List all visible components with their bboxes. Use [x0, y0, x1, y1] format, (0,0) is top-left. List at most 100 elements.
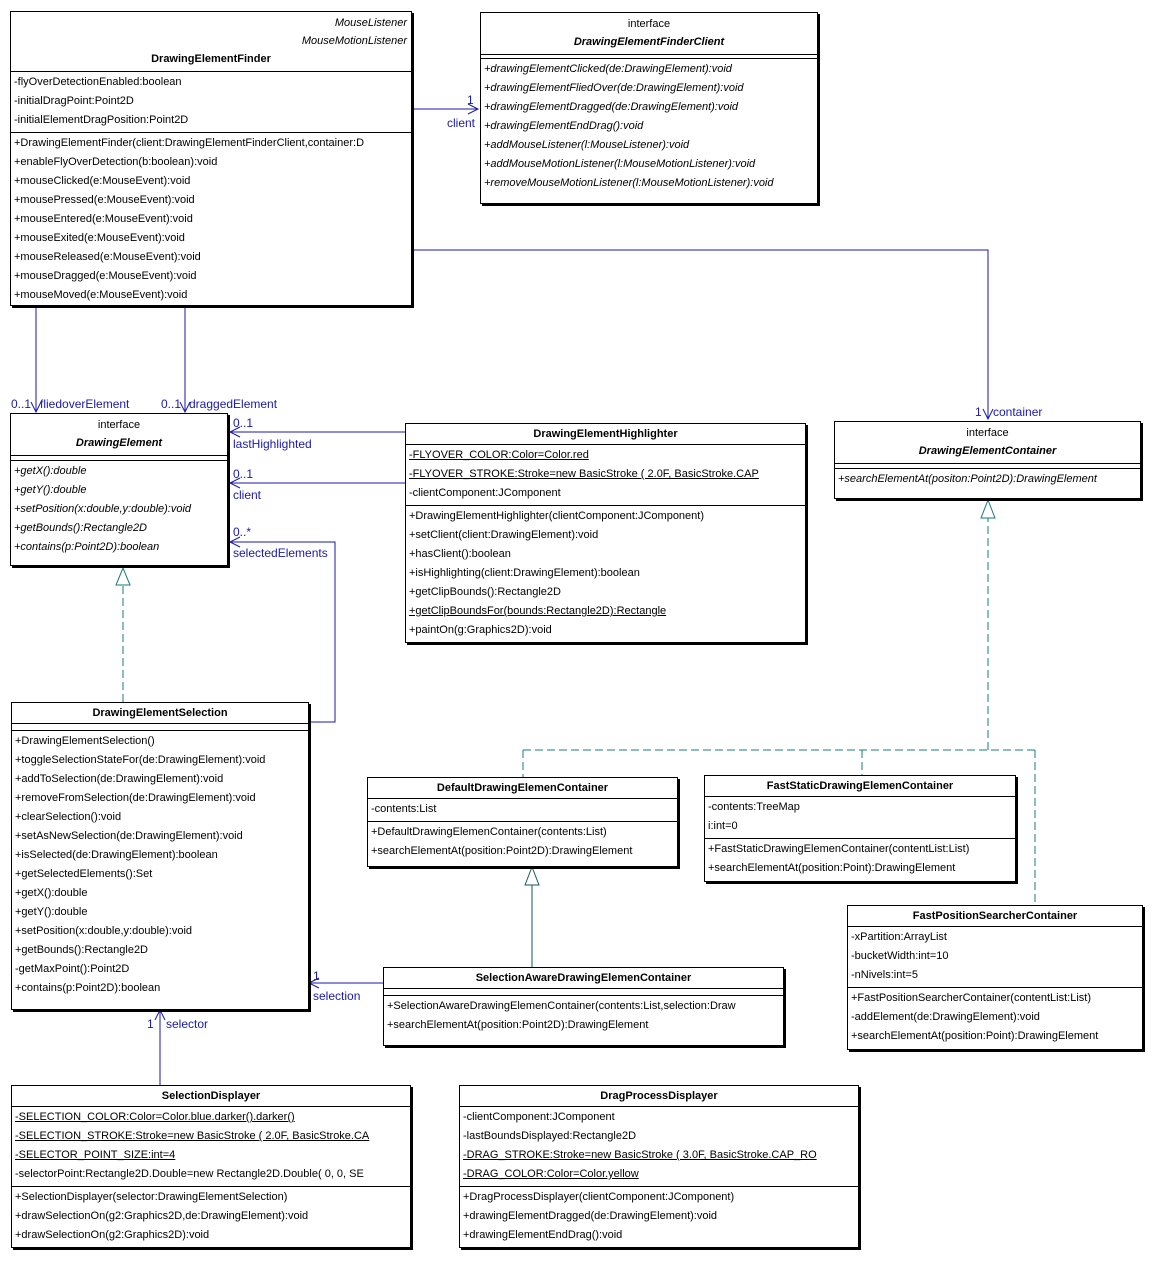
- arrowhead: [179, 401, 191, 414]
- attributes: -FLYOVER_COLOR:Color=Color.red -FLYOVER_…: [406, 445, 805, 505]
- multiplicity-label: 0..1: [11, 397, 32, 411]
- operation: +DefaultDrawingElemenContainer(contents:…: [371, 826, 607, 838]
- attribute: -FLYOVER_STROKE:Stroke=new BasicStroke (…: [409, 468, 759, 480]
- role-label: container: [993, 405, 1043, 419]
- attribute: -SELECTION_STROKE:Stroke=new BasicStroke…: [15, 1130, 370, 1142]
- class-name: DragProcessDisplayer: [600, 1090, 718, 1102]
- operation: +contains(p:Point2D):boolean: [15, 982, 161, 994]
- operations: +DrawingElementHighlighter(clientCompone…: [406, 505, 805, 642]
- operation: +isHighlighting(client:DrawingElement):b…: [409, 567, 640, 579]
- attribute: i:int=0: [708, 820, 738, 832]
- operation: +addToSelection(de:DrawingElement):void: [15, 773, 224, 785]
- operation: +getBounds():Rectangle2D: [15, 944, 148, 956]
- operation: +drawSelectionOn(g2:Graphics2D):void: [15, 1229, 210, 1241]
- operation: +drawingElementClicked(de:DrawingElement…: [484, 63, 732, 75]
- role-label: fliedoverElement: [40, 397, 130, 411]
- class-name: SelectionDisplayer: [161, 1090, 261, 1102]
- interface-name: DrawingElementFinderClient: [573, 36, 725, 48]
- arrowhead: [228, 477, 241, 489]
- operation: +isSelected(de:DrawingElement):boolean: [15, 849, 218, 861]
- operation: +clearSelection():void: [15, 811, 122, 823]
- operation: +mouseDragged(e:MouseEvent):void: [14, 270, 197, 282]
- attribute: -xPartition:ArrayList: [851, 931, 947, 943]
- multiplicity-label: 1: [975, 405, 982, 419]
- class-fast-position-searcher-container[interactable]: FastPositionSearcherContainer -xPartitio…: [847, 905, 1143, 1050]
- arrowhead: [30, 401, 42, 414]
- operation: +getClipBoundsFor(bounds:Rectangle2D):Re…: [409, 605, 667, 617]
- class-selection-displayer[interactable]: SelectionDisplayer -SELECTION_COLOR:Colo…: [11, 1085, 411, 1248]
- operation: -getMaxPoint():Point2D: [15, 963, 130, 975]
- operation: +mouseClicked(e:MouseEvent):void: [14, 175, 191, 187]
- role-label: selection: [313, 989, 361, 1003]
- interface-drawing-element[interactable]: interface DrawingElement +getX():double …: [10, 413, 228, 566]
- operations: +DefaultDrawingElemenContainer(contents:…: [368, 821, 677, 863]
- class-selection-aware-drawing-elemen-container[interactable]: SelectionAwareDrawingElemenContainer +Se…: [383, 967, 784, 1046]
- operations: +DrawingElementFinder(client:DrawingElem…: [11, 132, 411, 305]
- arrowhead: [154, 1008, 166, 1021]
- attribute: -clientComponent:JComponent: [409, 487, 561, 499]
- multiplicity-label: 0..1: [233, 416, 254, 430]
- operation: +mouseExited(e:MouseEvent):void: [14, 232, 185, 244]
- operation: +contains(p:Point2D):boolean: [14, 541, 160, 553]
- role-label: client: [447, 116, 476, 130]
- attribute: -nNivels:int=5: [851, 969, 918, 981]
- operation: +searchElementAt(position:Point):Drawing…: [851, 1030, 1099, 1042]
- operations: +DragProcessDisplayer(clientComponent:JC…: [460, 1186, 858, 1247]
- operation: +setPosition(x:double,y:double):void: [15, 925, 193, 937]
- class-name: DrawingElementSelection: [92, 707, 228, 719]
- operation: +paintOn(g:Graphics2D):void: [409, 624, 552, 636]
- attribute: -initialElementDragPosition:Point2D: [14, 114, 189, 126]
- attribute: -SELECTOR_POINT_SIZE:int=4: [15, 1149, 176, 1161]
- realization-triangle: [980, 498, 996, 519]
- attribute: -selectorPoint:Rectangle2D.Double=new Re…: [15, 1168, 364, 1180]
- class-drawing-element-finder[interactable]: MouseListener MouseMotionListener Drawin…: [10, 11, 412, 306]
- assoc-selection-elements: [230, 541, 336, 723]
- class-fast-static-drawing-elemen-container[interactable]: FastStaticDrawingElemenContainer -conten…: [704, 775, 1016, 882]
- attributes: -flyOverDetectionEnabled:boolean -initia…: [11, 72, 411, 132]
- role-label: draggedElement: [189, 397, 278, 411]
- class-drawing-element-highlighter[interactable]: DrawingElementHighlighter -FLYOVER_COLOR…: [405, 423, 806, 643]
- operations: +FastPositionSearcherContainer(contentLi…: [848, 987, 1142, 1048]
- operations: +drawingElementClicked(de:DrawingElement…: [481, 58, 817, 195]
- role-label: client: [233, 488, 262, 502]
- multiplicity-label: 1: [467, 93, 474, 107]
- class-default-drawing-elemen-container[interactable]: DefaultDrawingElemenContainer -contents:…: [367, 777, 678, 867]
- generalization-triangle: [524, 865, 540, 886]
- operation: -addElement(de:DrawingElement):void: [851, 1011, 1040, 1023]
- operation: +searchElementAt(position:Point2D):Drawi…: [371, 845, 633, 857]
- attribute: -contents:List: [371, 803, 437, 815]
- operation: +DragProcessDisplayer(clientComponent:JC…: [463, 1191, 735, 1203]
- attribute: -SELECTION_COLOR:Color=Color.blue.darker…: [15, 1111, 295, 1123]
- attributes: -SELECTION_COLOR:Color=Color.blue.darker…: [12, 1107, 410, 1186]
- operations: +FastStaticDrawingElemenContainer(conten…: [705, 838, 1015, 880]
- operation: +DrawingElementSelection(): [15, 735, 155, 747]
- operation: +setPosition(x:double,y:double):void: [14, 503, 192, 515]
- operation: +mouseEntered(e:MouseEvent):void: [14, 213, 193, 225]
- operation: +SelectionDisplayer(selector:DrawingElem…: [15, 1191, 288, 1203]
- attribute: -clientComponent:JComponent: [463, 1111, 615, 1123]
- interface-name: DrawingElementContainer: [918, 445, 1057, 457]
- interface-name: DrawingElement: [75, 437, 163, 449]
- class-name: SelectionAwareDrawingElemenContainer: [475, 972, 692, 984]
- attribute: -FLYOVER_COLOR:Color=Color.red: [409, 449, 589, 461]
- operation: +DrawingElementHighlighter(clientCompone…: [409, 510, 705, 522]
- class-name: DefaultDrawingElemenContainer: [436, 782, 609, 794]
- attribute: -DRAG_COLOR:Color=Color.yellow: [463, 1168, 639, 1180]
- operation: +setClient(client:DrawingElement):void: [409, 529, 599, 541]
- attributes: -contents:TreeMap i:int=0: [705, 797, 1015, 838]
- operation: +getSelectedElements():Set: [15, 868, 153, 880]
- multiplicity-label: 1: [147, 1017, 154, 1031]
- interface-drawing-element-container[interactable]: interface DrawingElementContainer +searc…: [834, 421, 1141, 499]
- class-drawing-element-selection[interactable]: DrawingElementSelection +DrawingElementS…: [11, 702, 309, 1010]
- realization-triangle: [115, 566, 131, 586]
- attribute: -initialDragPoint:Point2D: [14, 95, 134, 107]
- class-drag-process-displayer[interactable]: DragProcessDisplayer -clientComponent:JC…: [459, 1085, 859, 1248]
- attribute: -flyOverDetectionEnabled:boolean: [14, 76, 182, 88]
- operation: +mouseMoved(e:MouseEvent):void: [14, 289, 188, 301]
- operations: +searchElementAt(positon:Point2D):Drawin…: [835, 468, 1140, 491]
- attributes: -clientComponent:JComponent -lastBoundsD…: [460, 1107, 858, 1186]
- operation: +addMouseListener(l:MouseListener):void: [484, 139, 690, 151]
- interface-drawing-element-finder-client[interactable]: interface DrawingElementFinderClient +dr…: [480, 12, 818, 204]
- operation: +toggleSelectionStateFor(de:DrawingEleme…: [15, 754, 266, 766]
- attributes: -xPartition:ArrayList -bucketWidth:int=1…: [848, 927, 1142, 987]
